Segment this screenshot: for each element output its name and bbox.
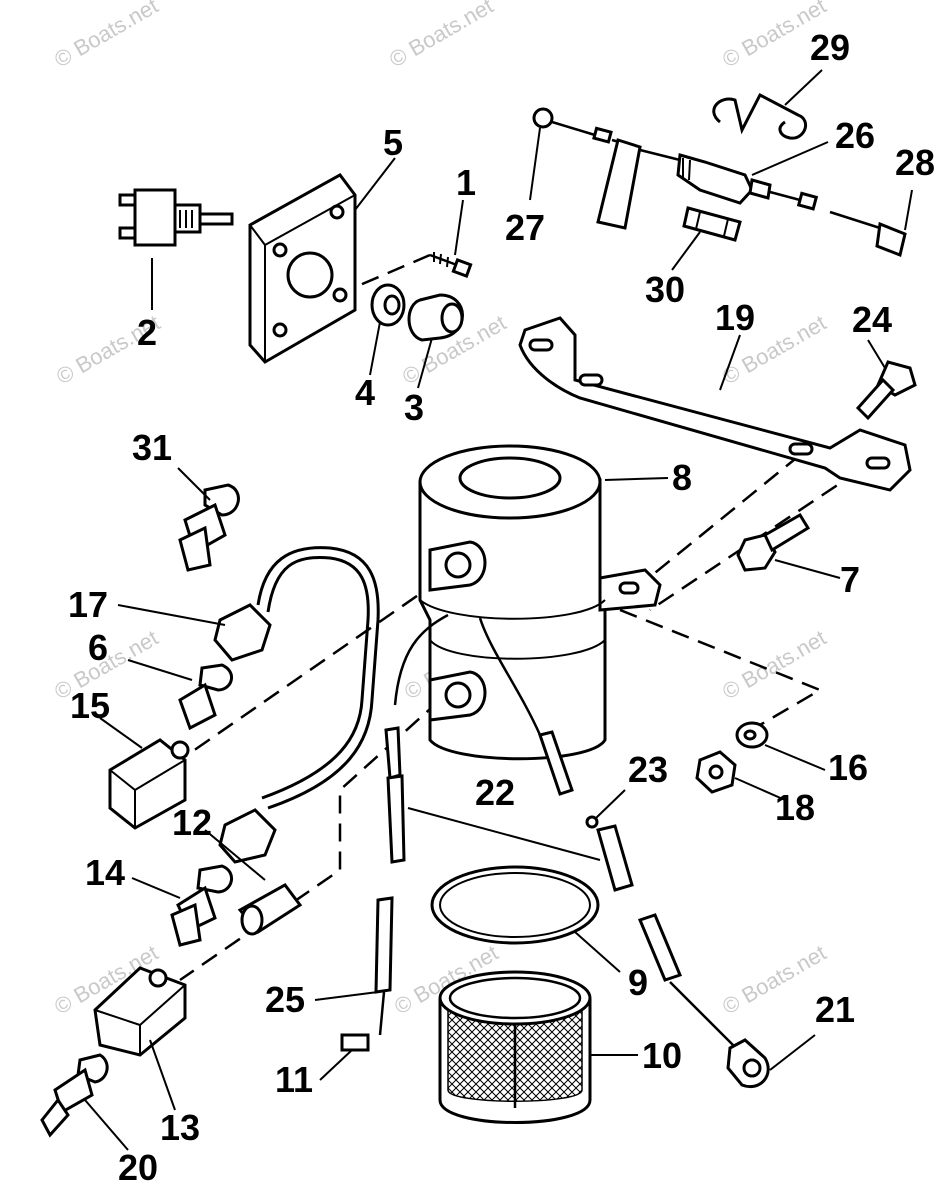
ring-terminal-icon: [726, 1038, 770, 1089]
watermark: © Boats.net: [385, 0, 497, 72]
part-label-25: 25: [265, 979, 305, 1020]
wire-lead-icon: [340, 726, 741, 1053]
fitting-icon: [170, 864, 233, 947]
part-label-7: 7: [840, 559, 860, 600]
o-ring-icon: [430, 865, 600, 945]
part-label-28: 28: [895, 142, 935, 183]
tee-block-icon: [93, 966, 187, 1057]
screw-icon: [429, 252, 473, 278]
bolt-icon: [855, 360, 917, 421]
fuse-holder-icon: [532, 107, 907, 258]
washer-icon: [735, 721, 769, 749]
nut-icon: [695, 750, 737, 794]
part-label-31: 31: [132, 427, 172, 468]
part-label-20: 20: [118, 1147, 158, 1188]
watermark: © Boats.net: [718, 940, 830, 1019]
part-label-24: 24: [852, 299, 892, 340]
part-label-2: 2: [137, 312, 157, 353]
part-label-13: 13: [160, 1107, 200, 1148]
part-label-8: 8: [672, 457, 692, 498]
part-label-23: 23: [628, 749, 668, 790]
part-label-9: 9: [628, 962, 648, 1003]
part-label-26: 26: [835, 115, 875, 156]
part-label-21: 21: [815, 989, 855, 1030]
part-label-15: 15: [70, 685, 110, 726]
connector-icon: [585, 815, 599, 829]
fuel-pump-icon: [393, 444, 662, 761]
part-label-22: 22: [475, 772, 515, 813]
watermark: © Boats.net: [50, 0, 162, 72]
elbow-block-icon: [108, 738, 190, 830]
part-label-14: 14: [85, 852, 125, 893]
fitting-icon: [40, 1053, 109, 1138]
fuel-line-icon: [213, 546, 380, 864]
part-label-4: 4: [355, 372, 375, 413]
part-label-17: 17: [68, 584, 108, 625]
watermark: © Boats.net: [718, 625, 830, 704]
bolt-icon: [736, 512, 811, 572]
part-labels: 1 2 3 4 5 6 7 8 9 10 11 12 13 14 15 16 1…: [68, 27, 935, 1188]
part-label-3: 3: [404, 387, 424, 428]
part-label-18: 18: [775, 787, 815, 828]
leader-lines: [84, 69, 913, 1151]
fitting-icon: [178, 483, 240, 572]
part-label-29: 29: [810, 27, 850, 68]
boot-icon: [407, 293, 464, 342]
toggle-switch-icon: [118, 188, 234, 247]
fitting-icon: [237, 883, 303, 936]
part-label-19: 19: [715, 297, 755, 338]
part-label-10: 10: [642, 1035, 682, 1076]
part-label-27: 27: [505, 207, 545, 248]
nut-icon: [370, 283, 406, 327]
part-label-30: 30: [645, 269, 685, 310]
bracket-icon: [518, 316, 912, 492]
filter-screen-icon: [438, 970, 592, 1124]
plate-icon: [248, 173, 357, 364]
part-label-6: 6: [88, 627, 108, 668]
part-label-1: 1: [456, 162, 476, 203]
clip-icon: [712, 92, 808, 140]
part-label-5: 5: [383, 122, 403, 163]
part-label-12: 12: [172, 802, 212, 843]
part-label-11: 11: [275, 1059, 313, 1100]
fuse-icon: [682, 206, 742, 242]
fitting-icon: [178, 663, 233, 731]
part-label-16: 16: [828, 747, 868, 788]
